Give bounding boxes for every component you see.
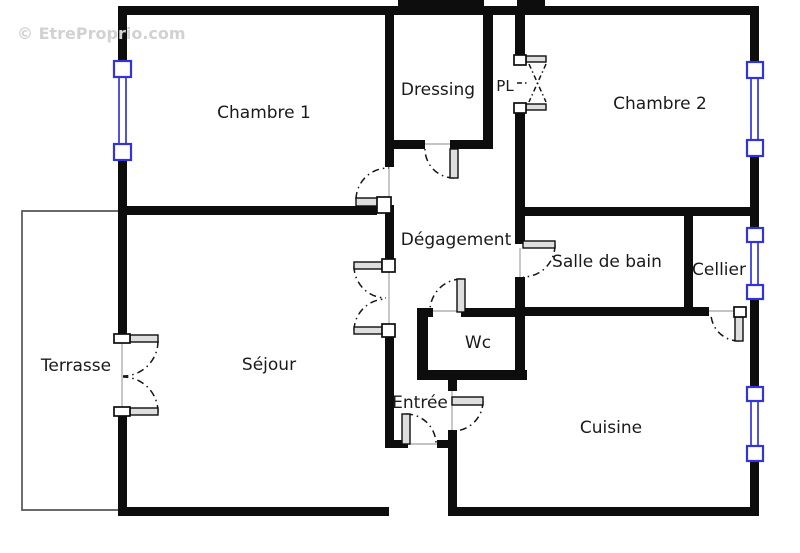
- window-chambre-1: [112, 59, 133, 162]
- door-frame: [733, 306, 747, 318]
- watermark-text: © EtreProprio.com: [17, 24, 186, 43]
- door-frame: [113, 406, 131, 417]
- door-leaf: [734, 316, 744, 342]
- door-salle-de-bain: [522, 240, 556, 278]
- door-leaf: [401, 413, 411, 445]
- door-frame: [381, 258, 396, 273]
- door-frame: [513, 54, 527, 66]
- windows: [112, 59, 765, 463]
- room-label-chambre-1: Chambre 1: [217, 103, 311, 123]
- door-leaf: [525, 103, 547, 111]
- door-placard-chambre-2: [513, 54, 547, 114]
- door-leaf: [355, 197, 379, 207]
- door-swing-arc: [429, 278, 462, 312]
- door-frame: [376, 196, 392, 214]
- door-double-sejour: [353, 258, 396, 338]
- room-label-cuisine: Cuisine: [580, 418, 642, 438]
- door-cellier: [710, 306, 747, 342]
- door-leaf: [129, 334, 159, 343]
- room-label-sejour: Séjour: [242, 355, 296, 375]
- room-label-pl: PL: [496, 77, 514, 95]
- door-entree: [401, 413, 437, 445]
- door-swing-arc: [452, 400, 484, 432]
- door-swing-arc: [405, 413, 437, 445]
- door-leaf: [449, 148, 459, 179]
- room-label-salle-de-bain: Salle de bain: [552, 252, 662, 272]
- room-label-terrasse: Terrasse: [40, 356, 111, 376]
- door-double-terrasse: [113, 333, 159, 417]
- door-wc: [429, 278, 466, 313]
- terrace-boundary: [21, 210, 118, 511]
- door-frame: [381, 323, 396, 338]
- door-cuisine: [451, 396, 484, 432]
- room-label-cellier: Cellier: [692, 260, 746, 280]
- room-label-chambre-2: Chambre 2: [613, 94, 707, 114]
- door-swing-arc: [122, 376, 159, 413]
- room-label-degagement: Dégagement: [401, 230, 512, 250]
- door-swing-arc: [353, 298, 387, 331]
- room-labels: Chambre 1 Dressing PL Chambre 2 Dégageme…: [40, 77, 746, 438]
- walls: [118, 0, 759, 516]
- door-leaf: [525, 55, 547, 63]
- door-dressing: [424, 148, 459, 179]
- door-swing-arc: [522, 244, 556, 278]
- door-frame: [513, 102, 527, 114]
- door-leaf: [353, 326, 383, 335]
- door-swing-arc: [355, 167, 390, 200]
- room-label-wc: Wc: [465, 333, 491, 353]
- door-leaf: [456, 278, 466, 313]
- door-leaf: [353, 261, 383, 270]
- door-chambre-1: [355, 167, 392, 214]
- door-swing-arc: [353, 265, 387, 299]
- room-label-dressing: Dressing: [401, 80, 475, 100]
- door-leaf: [451, 396, 484, 406]
- window-cellier: [745, 226, 765, 301]
- door-swing-arc: [424, 148, 455, 179]
- door-swing-arc: [122, 340, 159, 377]
- door-leaf: [522, 240, 556, 249]
- window-cuisine: [745, 385, 765, 463]
- window-chambre-2: [745, 60, 765, 158]
- terrace-outline: [21, 210, 118, 511]
- door-thresholds: [121, 143, 734, 445]
- doors: [113, 54, 747, 445]
- room-label-entree: Entrée: [392, 393, 448, 413]
- door-leaf: [129, 407, 159, 416]
- door-frame: [113, 333, 131, 344]
